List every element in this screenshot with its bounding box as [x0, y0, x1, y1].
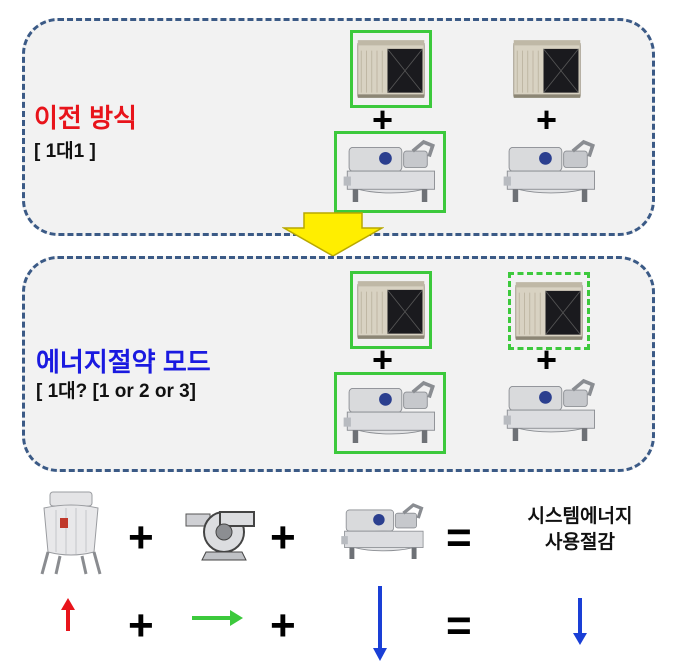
down-arrow-icon: [573, 598, 587, 645]
result-label: 시스템에너지 사용절감: [527, 506, 633, 553]
energy-saving-title: 에너지절약 모드: [36, 347, 211, 377]
cooling-tower-icon: [356, 36, 426, 102]
plus-sign: +: [372, 339, 394, 380]
chiller-icon: [500, 137, 600, 207]
round-cooling-tower-icon: [40, 491, 102, 575]
equals-sign: =: [446, 601, 472, 650]
cooling-tower-icon: [512, 36, 582, 102]
plus-sign: +: [372, 99, 394, 140]
highlight-box: [350, 30, 432, 108]
previous-method-subtitle: [ 1대1 ]: [34, 141, 96, 162]
up-arrow-icon: [61, 598, 75, 631]
plus-sign: +: [128, 601, 154, 650]
optional-highlight-box: [508, 272, 590, 350]
previous-method-title: 이전 방식: [34, 103, 137, 133]
pump-icon: [185, 511, 255, 561]
plus-sign: +: [536, 99, 558, 140]
highlight-box: [350, 271, 432, 349]
right-arrow-icon: [192, 610, 243, 626]
highlight-box: [334, 131, 446, 213]
plus-sign: +: [270, 601, 296, 650]
down-arrow-icon: [373, 586, 387, 661]
equals-sign: =: [446, 513, 472, 562]
highlight-box: [334, 372, 446, 454]
chiller-icon: [340, 378, 440, 448]
cooling-tower-icon: [514, 278, 584, 344]
plus-sign: +: [128, 513, 154, 562]
cooling-tower-icon: [356, 277, 426, 343]
chiller-icon: [338, 500, 428, 564]
plus-sign: +: [270, 513, 296, 562]
energy-saving-subtitle: [ 1대? [1 or 2 or 3]: [36, 381, 197, 402]
chiller-icon: [340, 137, 440, 207]
chiller-icon: [500, 376, 600, 446]
transition-arrow-icon: [282, 212, 384, 257]
plus-sign: +: [536, 339, 558, 380]
